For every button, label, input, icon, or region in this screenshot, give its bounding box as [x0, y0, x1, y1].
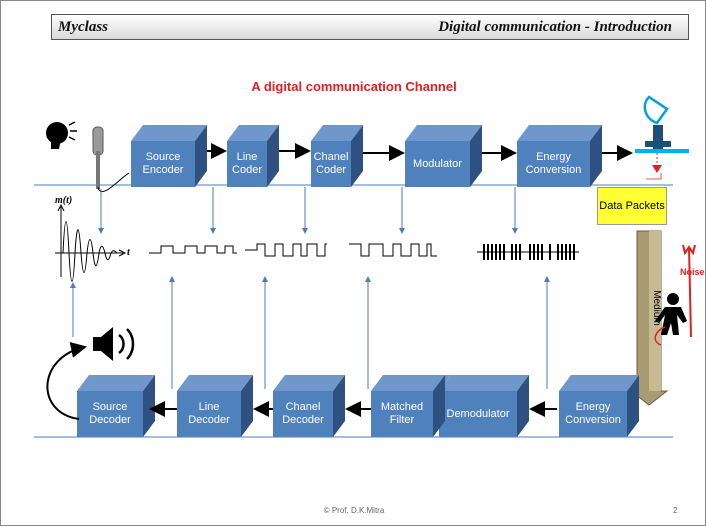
- signal-y-axis-label: m(t): [55, 195, 73, 206]
- tx-block-line-coder: [227, 125, 279, 187]
- demodulator-label: Demodulator: [446, 407, 510, 420]
- output-loop-arrow: [46, 342, 87, 420]
- footer-credit: © Prof. D.K.Mitra: [323, 506, 385, 515]
- tx-signal-arrows: [98, 187, 518, 234]
- antenna-dish-icon: [635, 95, 689, 180]
- noise-label: Noise: [680, 267, 705, 277]
- rx-signal-arrows: [70, 276, 550, 389]
- loudspeaker-icon: [93, 327, 135, 361]
- rx-energy-conversion-label: Energy Conversion: [565, 401, 621, 426]
- modulated-waveform: [349, 243, 437, 257]
- tx-arrows: [207, 143, 633, 161]
- rx-block-demodulator: [439, 375, 529, 437]
- rx-block-chanel-decoder: [273, 375, 345, 437]
- page-number: 2: [673, 506, 678, 515]
- chanel-decoder-label: Chanel Decoder: [282, 401, 324, 426]
- modulator-label: Modulator: [413, 157, 462, 170]
- slide-header: Myclass Digital communication - Introduc…: [51, 14, 689, 40]
- source-decoder-label: Source Decoder: [89, 401, 131, 426]
- tx-block-energy-conversion: [517, 125, 602, 187]
- rx-block-matched-filter: [371, 375, 451, 437]
- line-coded-waveform: [149, 245, 237, 254]
- source-encoder-label: Source Encoder: [142, 151, 184, 176]
- speaker-head-icon: [46, 121, 77, 149]
- message-signal-plot: [55, 203, 127, 282]
- tx-block-source-encoder: [131, 125, 207, 187]
- tx-energy-conversion-label: Energy Conversion: [525, 151, 582, 176]
- chanel-coder-label: Chanel Coder: [313, 151, 349, 176]
- medium-arrow: [629, 230, 669, 406]
- line-coder-label: Line Coder: [232, 151, 262, 176]
- noise-devil-icon: [654, 244, 696, 346]
- signal-x-axis-label: t: [127, 247, 130, 258]
- diagram-title: A digital communication Channel: [251, 79, 457, 94]
- rx-block-line-decoder: [177, 375, 253, 437]
- tx-block-chanel-coder: [311, 125, 363, 187]
- matched-filter-label: Matched Filter: [380, 401, 424, 426]
- medium-label: Medium: [651, 290, 662, 326]
- energy-waveform: [477, 244, 579, 260]
- header-left-title: Myclass: [58, 19, 108, 35]
- microphone-icon: [92, 126, 130, 193]
- tx-block-modulator: [405, 125, 482, 187]
- line-decoder-label: Line Decoder: [188, 401, 230, 426]
- chanel-coded-waveform: [245, 243, 327, 257]
- data-packets-label: Data Packets: [597, 187, 667, 225]
- rx-block-energy-conversion: [559, 375, 639, 437]
- header-right-title: Digital communication - Introduction: [438, 19, 672, 35]
- rx-block-source-decoder: [77, 375, 155, 437]
